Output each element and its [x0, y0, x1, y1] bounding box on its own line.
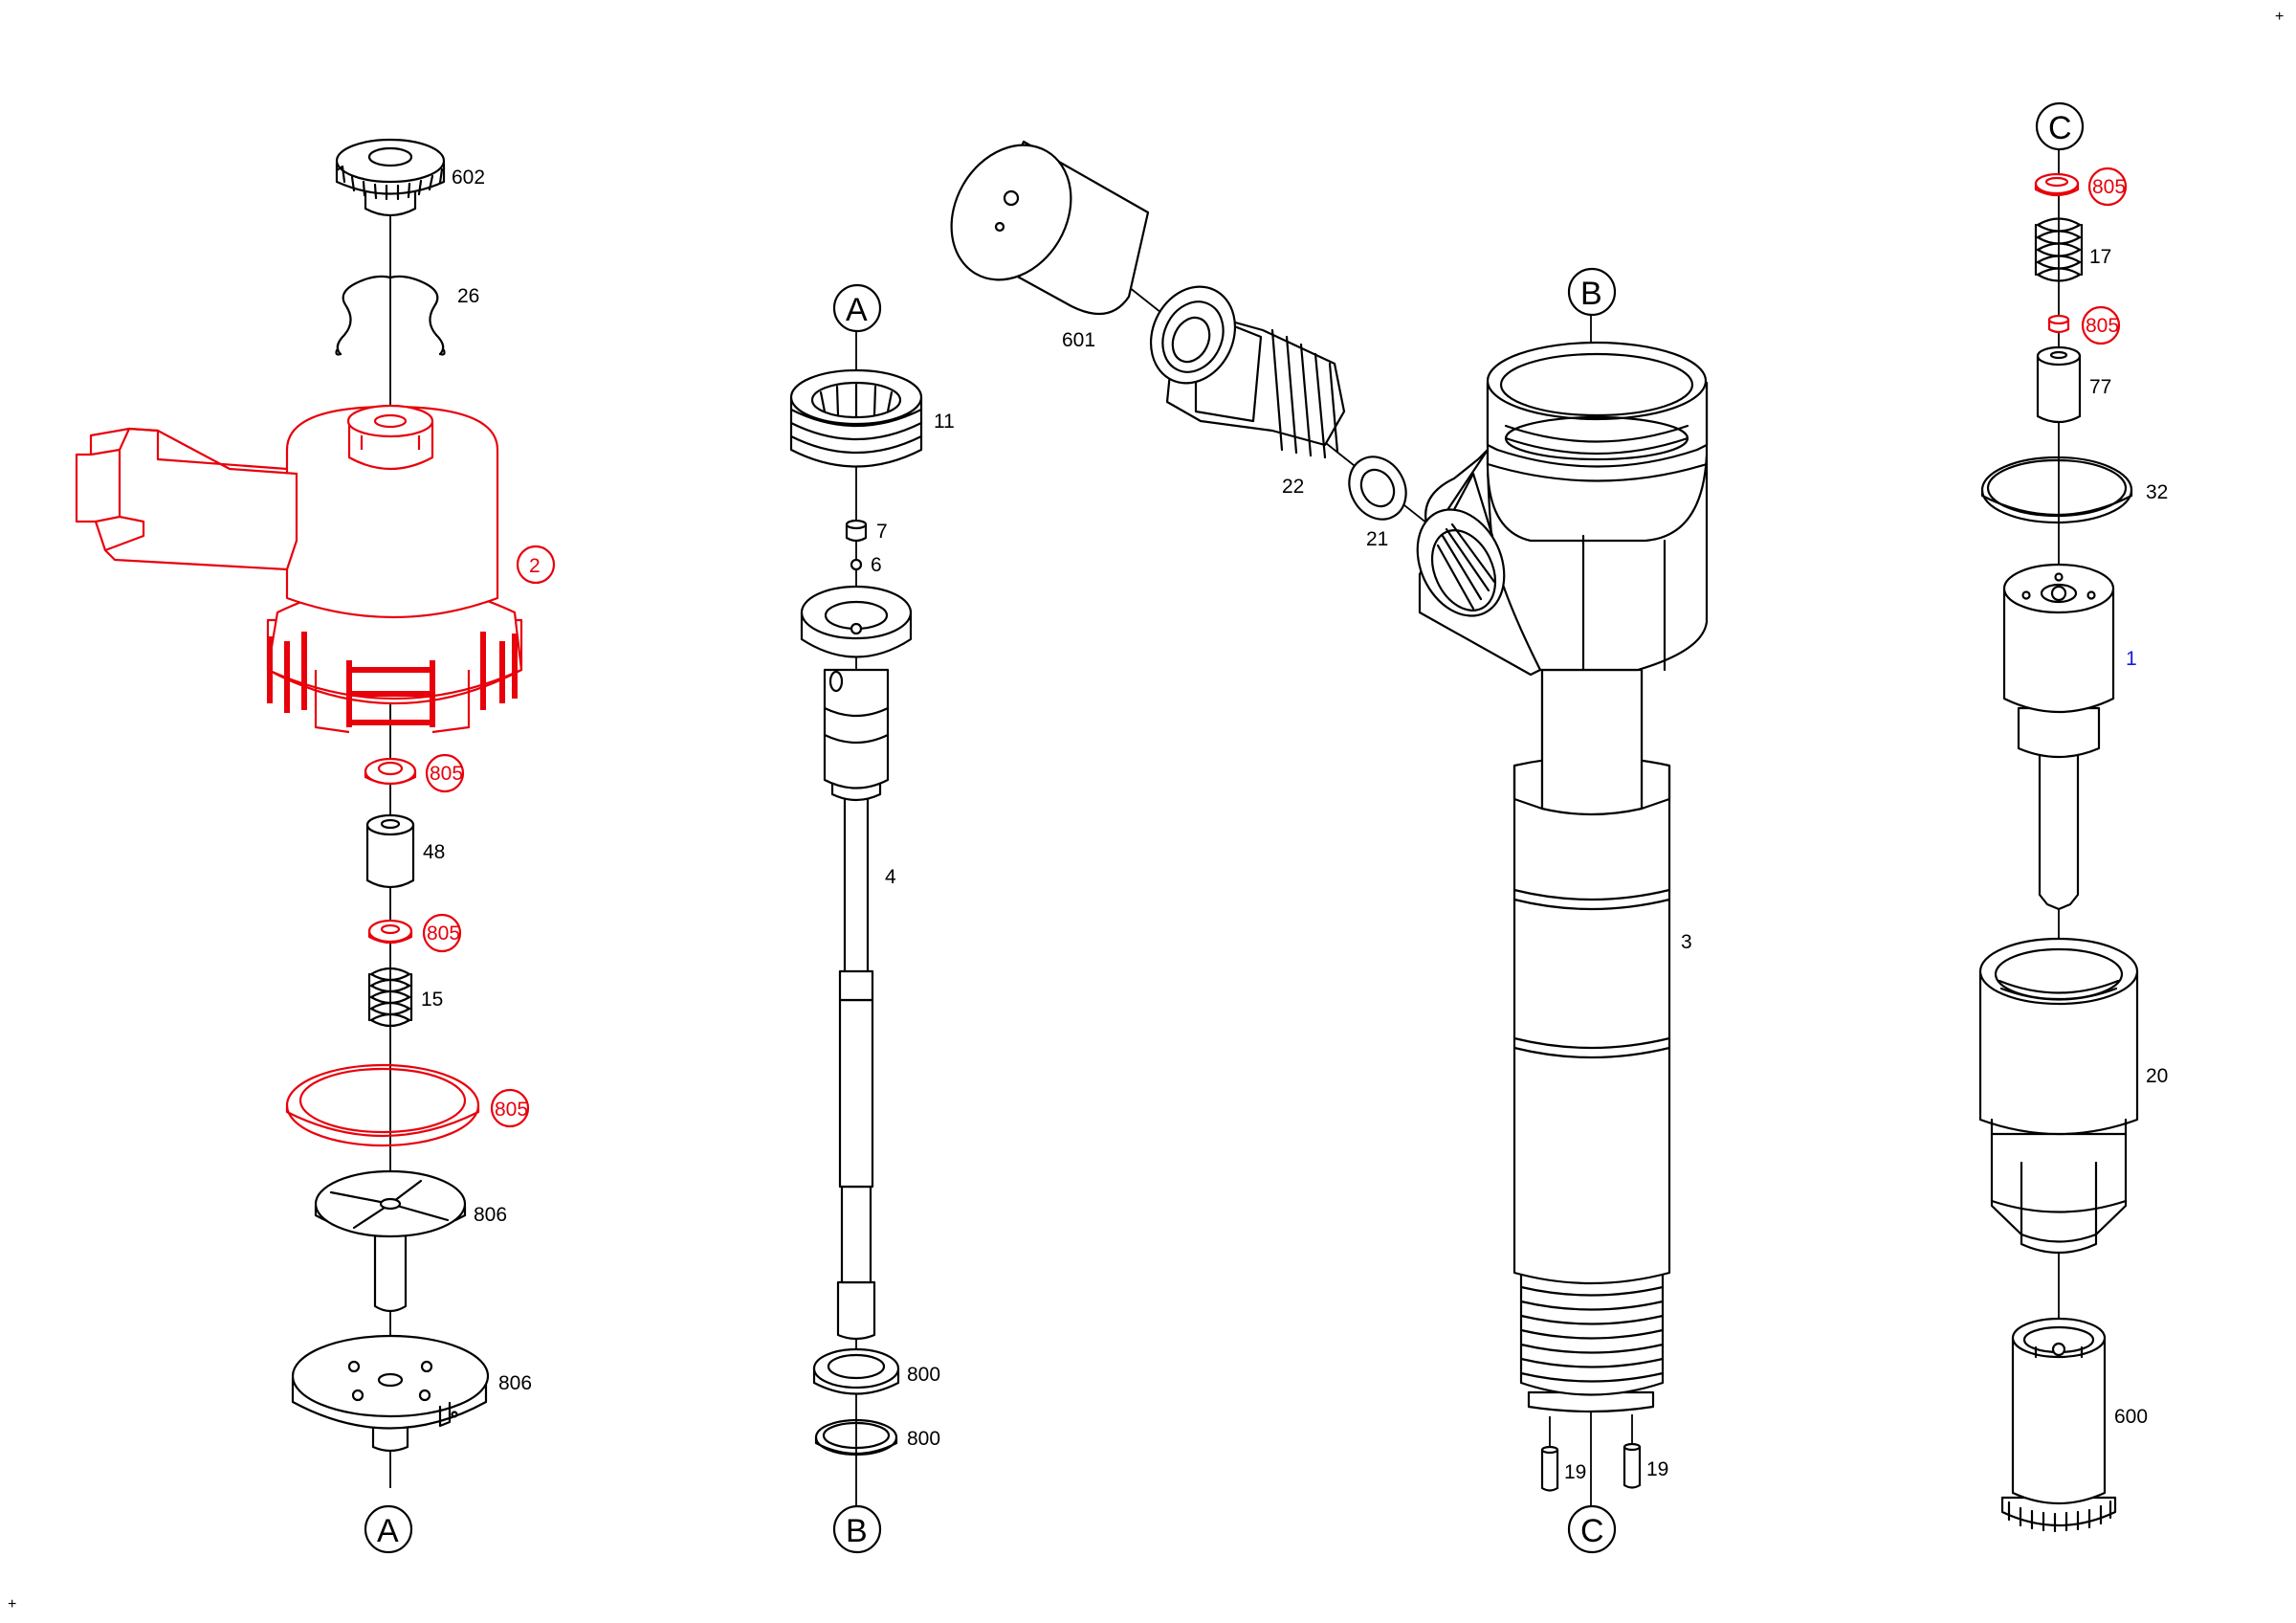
ref-a-top: A: [846, 292, 868, 328]
part-20-nozzle-nut[interactable]: [1978, 937, 2139, 1255]
part-7-sleeve[interactable]: [845, 519, 868, 543]
part-600-cap[interactable]: [2000, 1317, 2117, 1533]
part-4-valve-piece[interactable]: [800, 585, 913, 1341]
ref-marker-a-top: [832, 283, 882, 333]
label-32: 32: [2146, 481, 2168, 503]
corner-mark-bottom-left: +: [8, 1596, 16, 1612]
part-19-pin-right[interactable]: [1623, 1414, 1642, 1489]
label-805-b: 805: [427, 923, 460, 945]
part-19-pin-left[interactable]: [1540, 1416, 1559, 1492]
part-22-inlet-connector[interactable]: [1136, 273, 1346, 459]
part-805-seal-middle[interactable]: [367, 913, 462, 953]
label-1: 1: [2126, 648, 2137, 670]
label-600: 600: [2114, 1406, 2148, 1428]
part-806-plate[interactable]: [291, 1334, 490, 1453]
ref-marker-b-bottom: [832, 1504, 882, 1554]
part-805-seal-large[interactable]: [285, 1063, 530, 1147]
part-26-clip[interactable]: [335, 275, 446, 356]
part-805-seal-upper[interactable]: [364, 753, 465, 793]
part-1-nozzle[interactable]: [2002, 563, 2115, 911]
ref-c-bottom: C: [1580, 1513, 1604, 1549]
label-805-a: 805: [430, 763, 463, 785]
part-48-sleeve[interactable]: [365, 813, 415, 889]
part-3-injector-body[interactable]: [1401, 341, 1709, 1413]
part-800-ring-upper[interactable]: [812, 1347, 900, 1395]
label-22: 22: [1282, 476, 1304, 498]
label-17: 17: [2089, 246, 2111, 268]
column-valve-assembly: A 11 7 6: [789, 283, 955, 1554]
label-3: 3: [1681, 931, 1692, 953]
ref-a-bottom: A: [377, 1513, 399, 1549]
part-805-shim-lower[interactable]: [2047, 305, 2121, 345]
label-15: 15: [421, 989, 443, 1011]
ref-marker-a-bottom: [364, 1504, 413, 1554]
column-injector-body: 601 22 21 B: [928, 123, 1709, 1554]
label-11: 11: [934, 411, 955, 433]
part-17-spring[interactable]: [2034, 217, 2084, 282]
label-7: 7: [876, 521, 888, 543]
ref-c-top: C: [2048, 110, 2072, 146]
part-806-armature[interactable]: [314, 1169, 467, 1313]
part-6-ball[interactable]: [850, 558, 863, 571]
ref-b-top: B: [1580, 276, 1602, 312]
label-2: 2: [529, 555, 541, 577]
label-806-b: 806: [498, 1372, 532, 1394]
label-26: 26: [457, 285, 479, 307]
column-solenoid-assembly: 602 26 2: [75, 138, 556, 1554]
label-77: 77: [2089, 376, 2111, 398]
part-32-ring[interactable]: [1980, 456, 2133, 524]
part-15-spring[interactable]: [367, 967, 413, 1028]
part-21-washer[interactable]: [1338, 447, 1417, 530]
label-601: 601: [1062, 329, 1095, 351]
label-21: 21: [1366, 528, 1388, 550]
label-805-e: 805: [2086, 315, 2119, 337]
label-800-b: 800: [907, 1428, 940, 1450]
part-11-valve-nut[interactable]: [789, 368, 923, 468]
label-602: 602: [452, 167, 485, 189]
part-602-nut[interactable]: [335, 138, 446, 217]
part-601-cap[interactable]: [928, 123, 1150, 316]
label-48: 48: [423, 841, 445, 863]
label-19-a: 19: [1564, 1461, 1586, 1483]
ref-marker-c-bottom: [1567, 1504, 1617, 1554]
label-805-c: 805: [495, 1099, 528, 1121]
corner-mark-top-right: +: [2275, 9, 2284, 25]
ref-marker-b-top: [1567, 267, 1617, 317]
label-800-a: 800: [907, 1364, 940, 1386]
label-20: 20: [2146, 1065, 2168, 1087]
label-6: 6: [871, 554, 882, 576]
part-800-ring-lower[interactable]: [814, 1418, 898, 1456]
part-77-sleeve[interactable]: [2036, 345, 2082, 424]
part-805-shim-upper[interactable]: [2034, 167, 2128, 207]
ref-b-bottom: B: [846, 1513, 868, 1549]
label-806-a: 806: [474, 1204, 507, 1226]
label-19-b: 19: [1646, 1458, 1668, 1480]
label-805-d: 805: [2092, 176, 2126, 198]
ref-marker-c-top: [2035, 101, 2085, 151]
label-4: 4: [885, 866, 896, 888]
part-2-solenoid[interactable]: [75, 404, 556, 734]
column-nozzle-assembly: C 805 17 805 77: [1978, 101, 2168, 1533]
